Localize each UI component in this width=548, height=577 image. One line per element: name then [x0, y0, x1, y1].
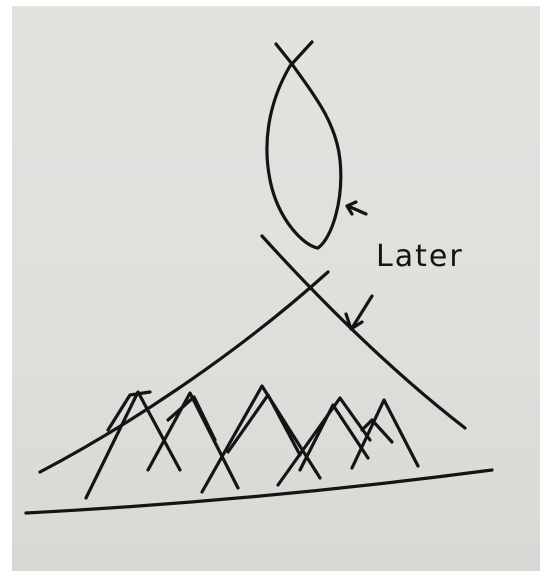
annotation-label: Later	[376, 239, 464, 274]
loop-shape	[267, 42, 341, 248]
zigzag-strand-3	[148, 393, 238, 488]
zigzag-strand-5	[202, 386, 320, 492]
zigzag-strand-1	[86, 392, 180, 498]
tent-line-left	[40, 272, 328, 472]
